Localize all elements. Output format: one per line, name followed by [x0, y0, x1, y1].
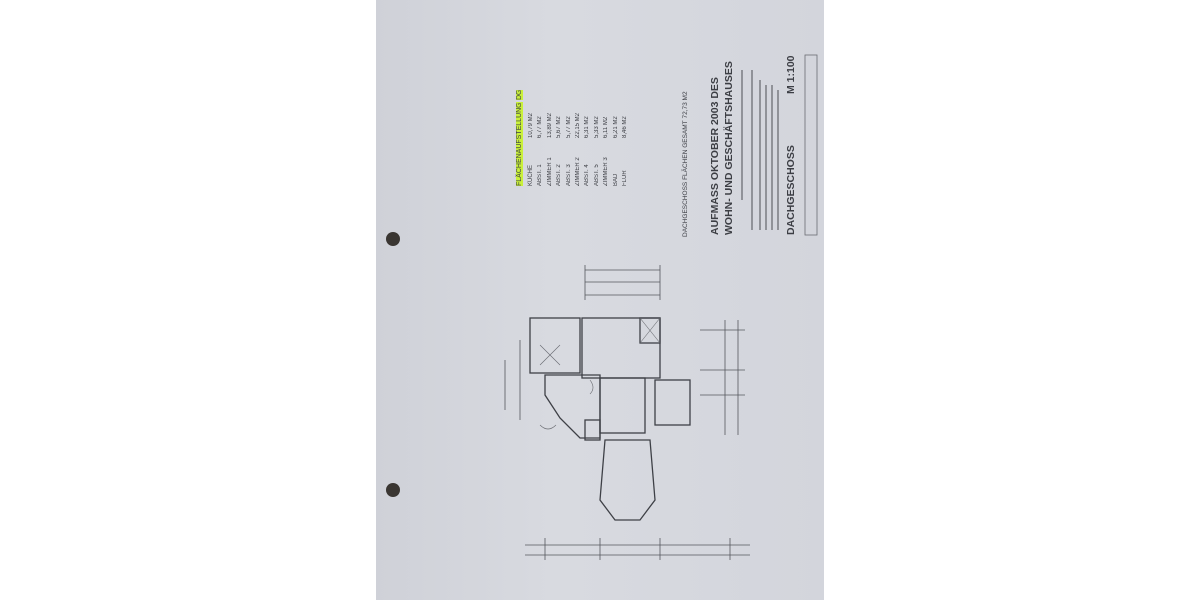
punch-hole — [386, 483, 400, 497]
punch-hole — [386, 232, 400, 246]
